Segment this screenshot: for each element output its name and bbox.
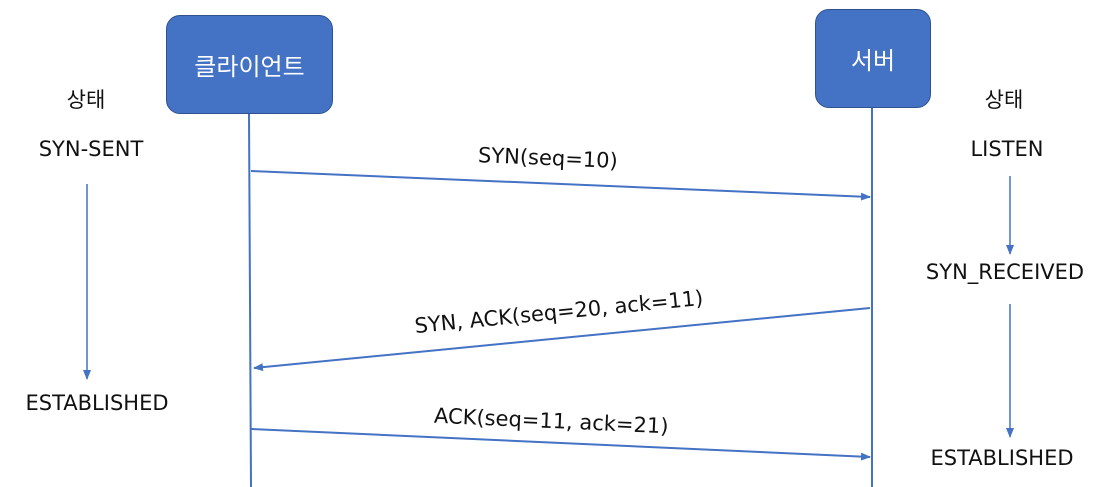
message-arrow-syn-ack (253, 307, 871, 372)
server-state-header: 상태 (984, 88, 1024, 112)
client-label: 클라이언트 (194, 53, 305, 81)
client-lifeline (248, 113, 252, 487)
client-state-header: 상태 (66, 88, 106, 112)
client-box: 클라이언트 (166, 15, 333, 114)
server-state-established: ESTABLISHED (930, 446, 1074, 470)
server-box: 서버 (815, 9, 931, 108)
client-state-syn-sent: SYN-SENT (38, 137, 144, 161)
server-label: 서버 (850, 47, 896, 75)
server-state-listen: LISTEN (970, 137, 1044, 161)
message-arrow-syn (250, 170, 871, 201)
message-arrow-ack (250, 428, 871, 461)
server-state-syn-received: SYN_RECEIVED (925, 260, 1085, 284)
client-state-established: ESTABLISHED (25, 391, 169, 415)
